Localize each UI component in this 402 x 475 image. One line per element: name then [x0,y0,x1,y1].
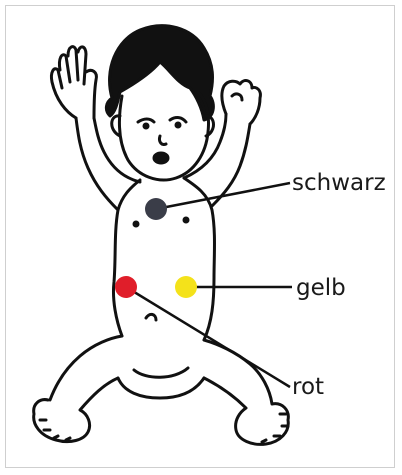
left-hand [51,47,96,118]
right-eye [170,118,186,122]
mouth [154,153,168,163]
left-leg [34,336,122,442]
label-schwarz: schwarz [292,170,386,196]
torso-left [113,180,140,336]
label-rot: rot [292,374,324,400]
baby-illustration [34,26,289,445]
red-electrode [115,276,137,298]
label-gelb: gelb [296,275,346,301]
left-nipple [134,222,138,226]
right-nipple [184,218,188,222]
right-pupil [176,123,180,127]
right-hand [222,81,261,124]
hair [106,26,213,120]
face [120,92,209,180]
lead-line-red [126,287,290,387]
black-electrode [145,198,167,220]
nose [159,136,166,145]
navel [146,314,156,320]
right-leg [204,340,288,444]
left-toes [40,420,70,440]
left-pupil [144,124,148,128]
yellow-electrode [175,276,197,298]
lead-line-black [156,183,290,209]
left-eye [138,119,154,122]
diaper-area [118,368,204,398]
right-toes [262,414,288,442]
